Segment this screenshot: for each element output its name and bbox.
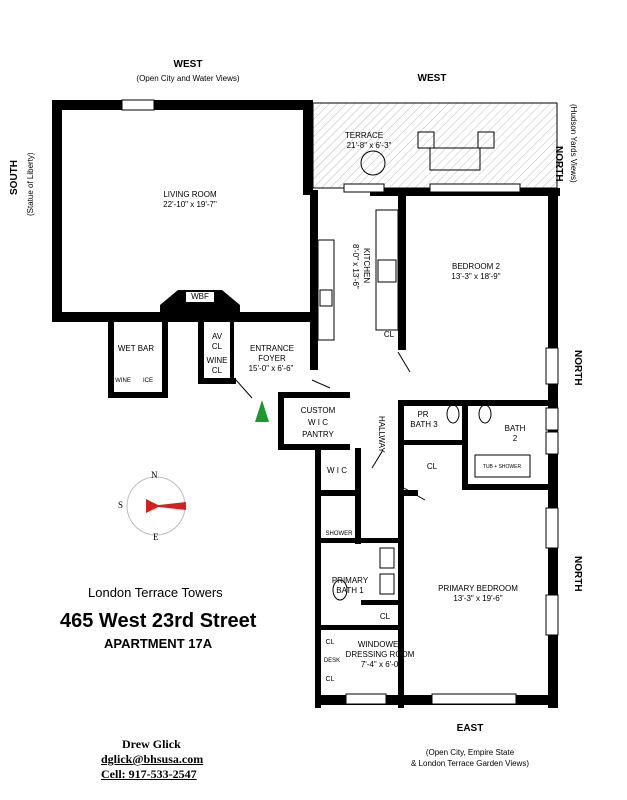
agent-email-link[interactable]: dglick@bhsusa.com [101,752,204,766]
dressing-windowed-label: WINDOWED [357,640,405,649]
pr-label: PR [417,410,429,419]
window [545,431,559,455]
kitchen-label: KITCHEN [362,248,371,284]
wet-bar-label: WET BAR [117,344,155,353]
compass-e: E [153,532,159,542]
east-label: EAST [456,723,484,734]
compass-n: N [151,470,158,480]
pantry-label: PANTRY [302,430,334,439]
bath-3-label: BATH 3 [410,420,438,429]
wic-label: W I C [327,466,347,475]
window [429,183,521,193]
av-closet-label: AV [211,332,223,341]
wbf-label: WBF [186,292,214,302]
east-sublabel-1: (Open City, Empire State [425,748,515,757]
terrace-label: TERRACE [344,131,384,140]
window [545,594,559,636]
west-right-label: WEST [417,73,447,84]
west-top-sublabel: (Open City and Water Views) [136,74,240,83]
window [431,693,517,705]
address: 465 West 23rd Street [60,610,257,632]
terrace-dimensions: 21'-8" x 6'-3" [346,141,392,150]
foyer-dimensions: 15'-0" x 6'-6" [248,364,294,373]
living-room-dimensions: 22'-10" x 19'-7" [163,200,217,209]
east-sublabel-2: & London Terrace Garden Views) [411,759,529,768]
dressing-room-dimensions: 7'-4" x 6'-0" [360,660,402,669]
ice-label: ICE [142,378,153,384]
window [345,693,387,705]
bedroom-2-dimensions: 13'-3" x 18'-9" [451,272,501,281]
desk-label: DESK [323,658,341,664]
agent-name: Drew Glick [122,737,181,751]
tub-shower-label: TUB + SHOWER [482,464,522,470]
entry-arrow [255,400,269,422]
hallway-label: HALLWAY [377,416,386,453]
window [343,183,385,193]
terrace-floor [312,102,558,189]
primary-bedroom-label: PRIMARY BEDROOM [438,584,518,593]
north-mid-label: NORTH [572,350,583,386]
av-closet-sublabel: CL [211,342,223,351]
kitchen-closet-label: CL [383,330,395,339]
hall-closet-label: CL [426,462,438,471]
primary-bath-number: BATH 1 [336,586,364,595]
north-top-label: NORTH [553,146,564,182]
dressing-closet-1-label: CL [325,639,335,646]
building-name: London Terrace Towers [88,585,223,600]
entrance-label: ENTRANCE [249,344,294,353]
pantry-wic-label: W I C [308,418,328,427]
dressing-room-label: DRESSING ROOM [345,650,415,659]
compass [126,476,186,536]
foyer-label: FOYER [258,354,286,363]
wine-closet-sublabel: CL [211,366,223,375]
custom-label: CUSTOM [300,406,336,415]
north-top-sublabel: (Hudson Yards Views) [569,104,578,183]
shower-label: SHOWER [325,531,353,537]
wine-fridge-label: WINE [115,378,131,384]
north-low-label: NORTH [572,556,583,592]
living-room-label: LIVING ROOM [163,190,217,199]
window [545,407,559,431]
kitchen-dimensions: 8'-0" x 13'-6" [351,244,360,289]
south-sublabel: (Statue of Liberty) [26,152,35,216]
south-label: SOUTH [9,160,20,195]
window [545,347,559,385]
bath-2-label: BATH [504,424,526,433]
wine-closet-label: WINE [206,356,228,365]
compass-s: S [118,500,124,510]
agent-cell: Cell: 917-533-2547 [101,767,197,781]
bath-closet-label: CL [379,612,391,621]
bath-2-number: 2 [512,434,518,443]
west-top-label: WEST [173,59,203,70]
window [545,507,559,549]
dressing-closet-2-label: CL [325,676,335,683]
window [121,99,155,111]
primary-bath-label: PRIMARY [331,576,369,585]
primary-bedroom-dimensions: 13'-3" x 19'-6" [453,594,503,603]
apartment-number: APARTMENT 17A [104,636,213,651]
bedroom-2-label: BEDROOM 2 [451,262,500,271]
